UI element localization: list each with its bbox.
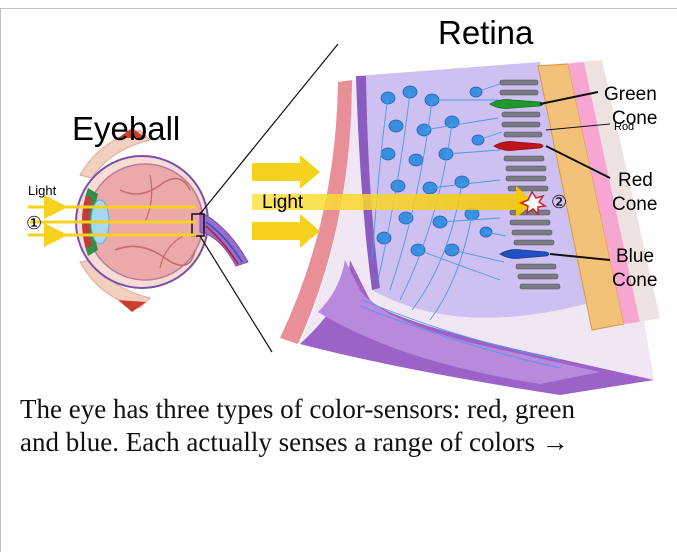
light-label-small: Light [28, 183, 57, 198]
retina-title: Retina [438, 14, 534, 51]
blue-cone-label-line1: Blue [616, 246, 654, 267]
red-cone-label-line2: Cone [612, 194, 657, 215]
blue-cone-label-line2: Cone [612, 270, 657, 291]
eyeball-title: Eyeball [72, 110, 180, 147]
caption-line-1: The eye has three types of color-sensors… [20, 393, 670, 426]
red-cone-label-line1: Red [618, 170, 653, 191]
retina-cross-section [280, 60, 660, 395]
marker-one: ① [26, 213, 42, 233]
eyeball-illustration [28, 128, 248, 312]
marker-two: ② [551, 192, 567, 212]
green-cone-label-line1: Green [604, 84, 657, 105]
zoom-line-top [200, 44, 338, 214]
caption-line-2: and blue. Each actually senses a range o… [20, 426, 670, 459]
light-label-big: Light [262, 192, 304, 213]
rod-label: Rod [614, 121, 634, 133]
caption-text: The eye has three types of color-sensors… [20, 393, 670, 459]
